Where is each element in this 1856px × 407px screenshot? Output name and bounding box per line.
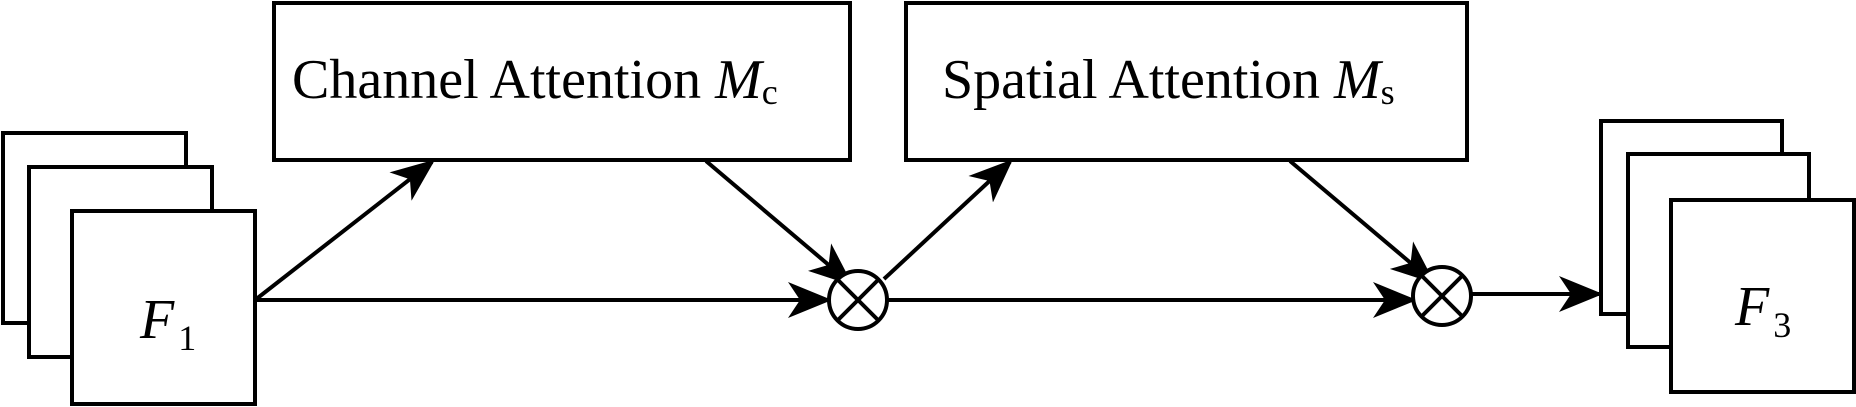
spatial-attention-block: Spatial Attention Ms: [904, 1, 1469, 162]
arrow-multiply-1-to-spatial-attention: [882, 159, 1013, 281]
arrow-input-to-channel-attention: [253, 159, 436, 302]
output-feature-sub: 3: [1773, 305, 1791, 345]
spatial-attention-label: Spatial Attention Ms: [942, 49, 1395, 112]
channel-attention-block: Channel Attention Mc: [272, 1, 852, 162]
input-feature-sub: 1: [178, 318, 196, 358]
channel-attention-box: [272, 1, 852, 162]
spatial-attention-var: M: [1333, 49, 1384, 111]
output-feature-layer-front: [1669, 198, 1856, 394]
spatial-attention-sub: s: [1381, 72, 1395, 112]
channel-attention-text: Channel Attention: [292, 49, 715, 111]
spatial-attention-text: Spatial Attention: [942, 49, 1334, 111]
input-feature-layer-front: [70, 209, 257, 406]
channel-attention-label: Channel Attention Mc: [292, 49, 778, 112]
multiply-cross-icon: [1420, 274, 1464, 318]
output-feature-var: F: [1734, 276, 1770, 338]
channel-attention-sub: c: [762, 72, 778, 112]
arrow-channel-attention-to-multiply-1: [704, 159, 854, 286]
multiply-cross-icon: [836, 278, 880, 322]
multiply-node-1: [827, 269, 889, 331]
input-feature-var: F: [139, 289, 175, 351]
multiply-node-2: [1411, 265, 1473, 327]
channel-attention-var: M: [714, 49, 765, 111]
arrow-spatial-attention-to-multiply-2: [1288, 159, 1436, 284]
spatial-attention-box: [904, 1, 1469, 162]
